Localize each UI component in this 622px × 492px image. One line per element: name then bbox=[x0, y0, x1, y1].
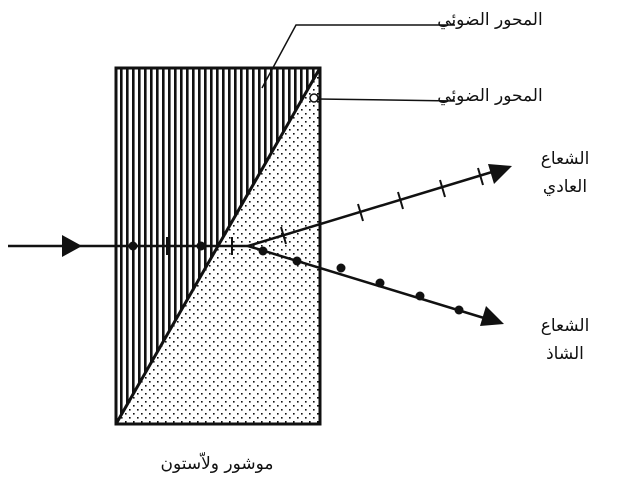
extraordinary-ray-label-line-2: الشاذ bbox=[546, 344, 584, 364]
ordinary-ray-label: الشعاع العادي bbox=[520, 145, 610, 201]
optic-axis-dot-symbol bbox=[309, 93, 319, 103]
ordinary-ray bbox=[247, 170, 493, 248]
prism-caption: موشور ولاّستون bbox=[160, 454, 274, 474]
extraordinary-polarization-dot bbox=[258, 246, 268, 256]
extraordinary-polarization-dot bbox=[415, 291, 425, 301]
ordinary-polarization-tick bbox=[439, 179, 446, 198]
extraordinary-polarization-dot bbox=[454, 305, 464, 315]
ordinary-polarization-tick bbox=[357, 203, 364, 222]
optic-axis-leader-2 bbox=[317, 98, 456, 102]
extraordinary-polarization-dot bbox=[375, 278, 385, 288]
extraordinary-polarization-dot bbox=[292, 256, 302, 266]
ordinary-polarization-tick bbox=[280, 226, 287, 245]
optic-axis-label-top: المحور الضوئي bbox=[437, 10, 543, 30]
ordinary-polarization-tick bbox=[477, 167, 484, 186]
extraordinary-polarization-dot bbox=[336, 263, 346, 273]
extraordinary-ray bbox=[247, 244, 485, 320]
ordinary-polarization-tick bbox=[397, 191, 404, 210]
optic-axis-leader-1 bbox=[261, 24, 455, 89]
extraordinary-ray-label: الشعاع الشاذ bbox=[520, 312, 610, 368]
ordinary-ray-label-line-2: العادي bbox=[542, 177, 588, 197]
extraordinary-ray-label-line-1: الشعاع bbox=[540, 316, 590, 336]
incident-arrowhead-icon bbox=[62, 235, 82, 257]
ordinary-ray-arrowhead-icon bbox=[488, 164, 512, 184]
ordinary-ray-label-line-1: الشعاع bbox=[540, 149, 590, 169]
incident-polarization-dot bbox=[128, 241, 138, 251]
optic-axis-label-second: المحور الضوئي bbox=[437, 86, 543, 106]
extraordinary-ray-arrowhead-icon bbox=[480, 306, 504, 326]
incident-polarization-dot bbox=[196, 241, 206, 251]
